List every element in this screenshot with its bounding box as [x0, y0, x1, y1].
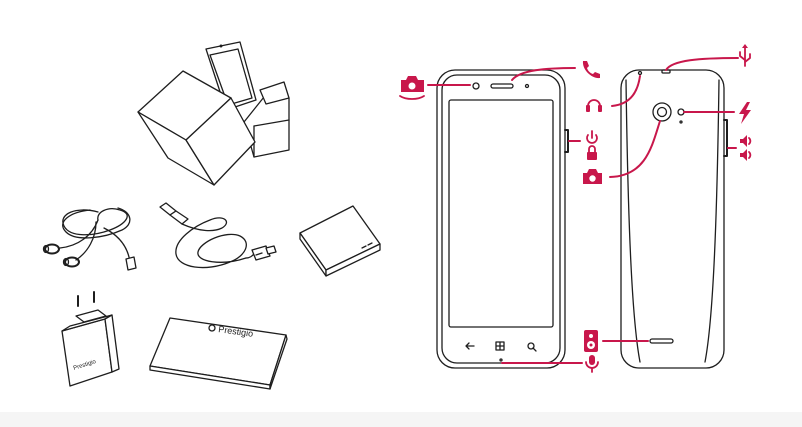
front-camera-icon: [399, 76, 425, 100]
microphone-icon: [585, 355, 599, 373]
bottom-band: [0, 412, 802, 427]
flash-callout: [683, 102, 751, 124]
phone-back-view: [620, 69, 728, 369]
phone-handset-icon: [582, 61, 600, 79]
headset-icon: [42, 207, 137, 271]
usb-port-callout: [665, 44, 751, 71]
headphone-jack-callout: [586, 75, 641, 112]
flash-icon: [739, 102, 751, 124]
power-lock-callout: [568, 130, 598, 160]
power-icon: [586, 130, 598, 144]
charger-icon: Prestigio: [61, 291, 120, 387]
usb-icon: [739, 44, 751, 67]
front-camera-callout: [399, 76, 471, 100]
speaker-icon: [584, 330, 598, 352]
phone-front-view: [436, 69, 569, 369]
box-with-phone-icon: [137, 41, 290, 186]
usb-cable-icon: [159, 202, 277, 269]
camera-icon: [583, 169, 602, 184]
lock-icon: [587, 145, 597, 160]
earpiece-callout: [511, 61, 600, 81]
microphone-callout: [501, 355, 599, 373]
headphones-icon: [586, 99, 602, 112]
rear-camera-callout: [583, 120, 661, 184]
battery-icon: [299, 205, 381, 277]
manual-brand-text: Prestigio: [218, 324, 254, 339]
manual-icon: Prestigio: [149, 317, 288, 390]
loudspeaker-callout: [584, 330, 649, 352]
volume-keys-callout: [727, 135, 752, 161]
volume-icon: [740, 135, 752, 161]
